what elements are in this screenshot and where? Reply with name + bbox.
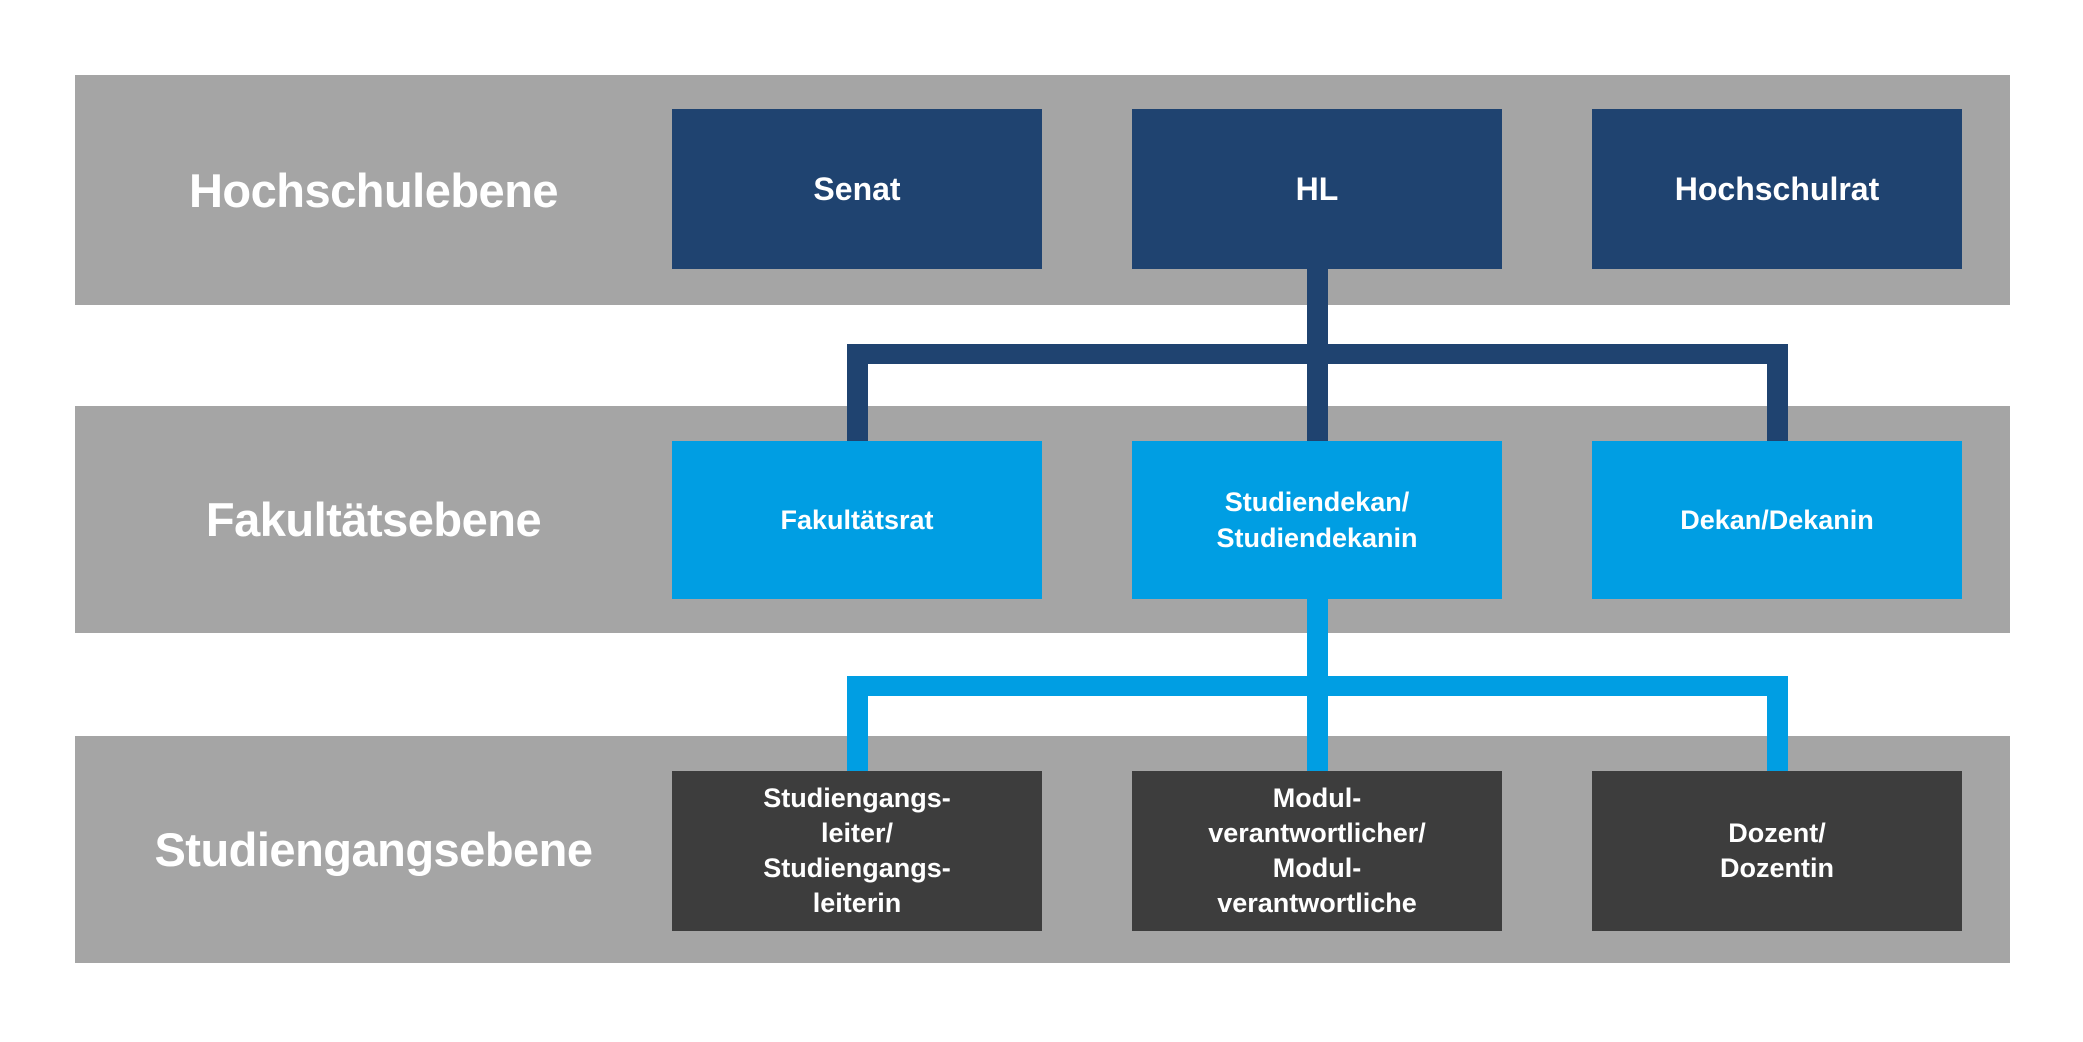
org-box-hochschulrat-label: Hochschulrat (1674, 171, 1880, 207)
org-box-hl: HL (1132, 109, 1502, 269)
connector-hl-horizontal (847, 344, 1788, 364)
connector-studiendekan-to-studiengangsleiter (847, 676, 868, 772)
org-box-dozent: Dozent/ Dozentin (1592, 771, 1962, 931)
org-box-studiendekan: Studiendekan/ Studiendekanin (1132, 441, 1502, 599)
org-box-hochschulrat: Hochschulrat (1592, 109, 1962, 269)
org-box-senat: Senat (672, 109, 1042, 269)
level-label-studiengangsebene: Studiengangsebene (154, 823, 593, 876)
org-box-dekan-label: Dekan/Dekanin (1680, 505, 1874, 535)
org-box-fakultaetsrat: Fakultätsrat (672, 441, 1042, 599)
org-box-dozent-label: Dozent/ Dozentin (1720, 818, 1834, 883)
org-box-senat-label: Senat (813, 171, 901, 207)
level-label-fakultaetsebene: Fakultätsebene (205, 493, 542, 546)
org-box-dekan: Dekan/Dekanin (1592, 441, 1962, 599)
org-box-fakultaetsrat-label: Fakultätsrat (780, 505, 934, 535)
org-box-studiendekan-label: Studiendekan/ Studiendekanin (1216, 487, 1418, 553)
connector-hl-to-fakultaetsrat (847, 344, 868, 441)
org-box-studiengangsleiter-label: Studiengangs- leiter/ Studiengangs- leit… (763, 783, 951, 918)
connector-hl-to-dekan (1767, 344, 1788, 441)
org-box-modulverantwortlicher: Modul- verantwortlicher/ Modul- verantwo… (1132, 771, 1502, 931)
connector-studiendekan-horizontal (847, 676, 1788, 696)
org-box-studiengangsleiter: Studiengangs- leiter/ Studiengangs- leit… (672, 771, 1042, 931)
org-box-modulverantwortlicher-label: Modul- verantwortlicher/ Modul- verantwo… (1208, 783, 1426, 918)
level-label-hochschulebene: Hochschulebene (188, 163, 559, 217)
org-box-hl-label: HL (1295, 171, 1339, 207)
connector-studiendekan-to-dozent (1767, 676, 1788, 772)
